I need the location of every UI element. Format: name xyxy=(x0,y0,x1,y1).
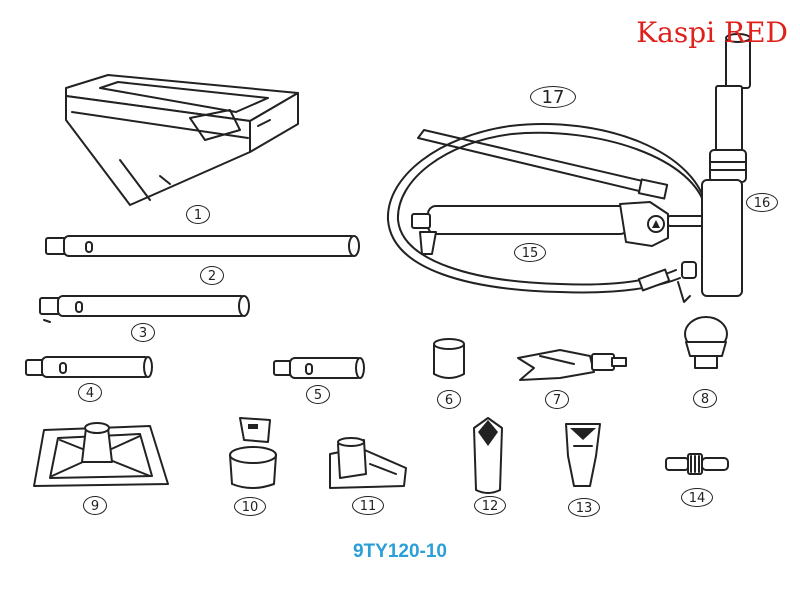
part-number-4: 4 xyxy=(78,383,102,402)
v-slot-head-part xyxy=(565,423,601,487)
part-number-14: 14 xyxy=(681,488,713,507)
rubber-cap-part xyxy=(433,338,465,379)
part-number-5: 5 xyxy=(306,385,330,404)
ring-adapter-part xyxy=(229,417,277,489)
v-notch-base-part xyxy=(473,417,503,494)
male-connector-part xyxy=(665,453,729,475)
base-plate-part xyxy=(33,422,169,487)
hand-pump-part xyxy=(411,129,705,255)
part-number-13: 13 xyxy=(568,498,600,517)
short-extension-tube-part xyxy=(25,356,153,378)
model-code-caption: 9TY120-10 xyxy=(352,541,447,562)
part-number-6: 6 xyxy=(437,390,461,409)
hydraulic-ram-part xyxy=(701,33,751,297)
brand-logo: Kaspi RED xyxy=(636,16,788,49)
part-number-16: 16 xyxy=(746,193,778,212)
part-number-3: 3 xyxy=(131,323,155,342)
flex-head-part xyxy=(684,316,728,369)
part-number-8: 8 xyxy=(693,389,717,408)
carrying-case-part xyxy=(65,74,299,206)
part-number-2: 2 xyxy=(200,266,224,285)
shortest-extension-tube-part xyxy=(273,357,365,379)
part-number-7: 7 xyxy=(545,390,569,409)
long-extension-tube-part xyxy=(45,235,360,257)
part-number-11: 11 xyxy=(352,496,384,515)
part-number-10: 10 xyxy=(234,497,266,516)
part-number-15: 15 xyxy=(514,243,546,262)
part-number-1: 1 xyxy=(186,205,210,224)
part-number-12: 12 xyxy=(474,496,506,515)
hydraulic-hose-part xyxy=(386,123,709,303)
clamp-head-part xyxy=(329,437,407,489)
wedge-spreader-part xyxy=(517,349,627,381)
part-number-9: 9 xyxy=(83,496,107,515)
medium-extension-tube-part xyxy=(39,295,250,323)
part-number-17: 17 xyxy=(530,86,576,108)
